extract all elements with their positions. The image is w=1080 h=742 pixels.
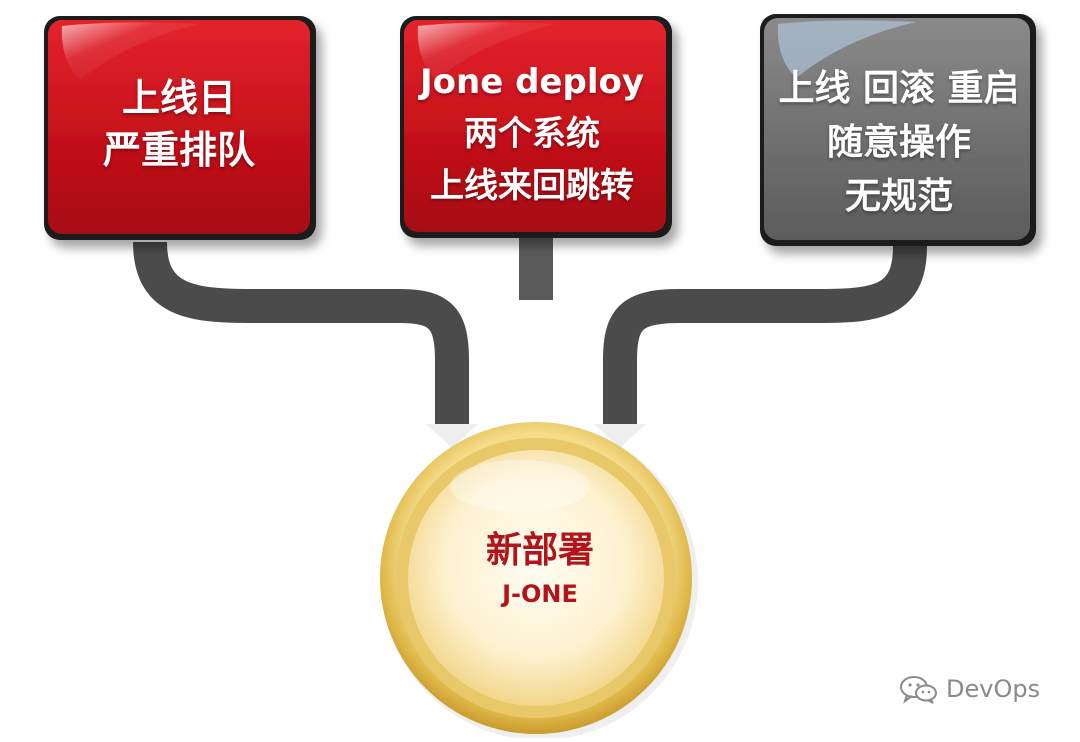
hub-label: 新部署 J-ONE — [395, 528, 685, 614]
box-two-systems — [400, 16, 672, 238]
box-no-standard-line-2: 随意操作 — [826, 122, 971, 163]
watermark-text: DevOps — [946, 675, 1041, 703]
box-queueing — [44, 16, 316, 240]
watermark: DevOps — [898, 672, 1040, 706]
hub-subtitle: J-ONE — [502, 580, 578, 608]
arrow-head-left — [426, 424, 478, 448]
connector-right — [603, 245, 927, 428]
wechat-icon — [900, 676, 937, 704]
box-queueing-line-1: 上线日 — [121, 76, 236, 120]
hub-title: 新部署 — [485, 530, 594, 571]
box-no-standard-line-3: 无规范 — [844, 176, 953, 217]
hub-circle — [380, 422, 698, 740]
box-queueing-text: 上线日 严重排队 — [50, 72, 308, 176]
box-two-systems-text: Jone deploy 两个系统 上线来回跳转 — [400, 56, 664, 212]
box-no-standard-line-1: 上线 回滚 重启 — [778, 68, 1020, 109]
box-two-systems-line-1: Jone deploy — [419, 62, 645, 102]
connector-left — [133, 241, 469, 428]
box-no-standard — [760, 14, 1036, 246]
box-no-standard-text: 上线 回滚 重启 随意操作 无规范 — [764, 62, 1034, 224]
arrow-head-right — [594, 424, 646, 448]
box-two-systems-line-3: 上线来回跳转 — [430, 166, 634, 206]
box-two-systems-line-2: 两个系统 — [464, 114, 600, 154]
box-queueing-line-2: 严重排队 — [102, 128, 255, 172]
